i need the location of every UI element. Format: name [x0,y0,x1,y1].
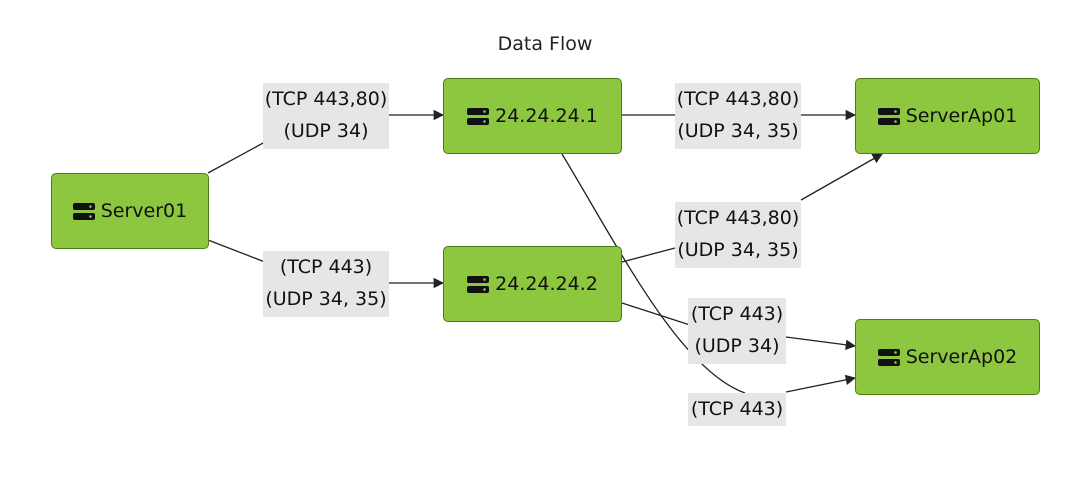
edge-ip1-ap02 [561,153,855,394]
node-serverap01[interactable]: ServerAp01 [855,78,1040,154]
edge-label-server01-ip1: (TCP 443,80) (UDP 34) [263,83,389,149]
node-serverap02[interactable]: ServerAp02 [855,319,1040,395]
node-label: ServerAp02 [905,346,1018,368]
node-label: 24.24.24.1 [495,105,598,127]
edge-label-line: (UDP 34, 35) [265,288,387,310]
edge-label-line: (UDP 34, 35) [677,239,799,261]
server-icon [467,107,490,125]
edge-ip2-ap01 [621,154,882,263]
edge-label-line: (TCP 443) [690,398,784,420]
server-icon [877,107,900,125]
edge-label-line: (TCP 443) [279,256,373,278]
edge-label-line: (TCP 443) [690,303,784,325]
edge-label-line: (TCP 443,80) [676,207,800,229]
server-icon [877,348,900,366]
edge-label-line: (UDP 34) [694,335,780,357]
edge-server01-ip1 [207,115,443,174]
node-label: 24.24.24.2 [495,273,598,295]
server-icon [467,275,490,293]
server-icon [72,202,95,220]
edge-label-ip1-ap02: (TCP 443) [688,393,786,426]
edge-label-line: (UDP 34, 35) [677,120,799,142]
diagram-title: Data Flow [497,33,593,55]
edge-label-ip1-ap01: (TCP 443,80) (UDP 34, 35) [675,83,801,149]
edge-label-line: (TCP 443,80) [676,88,800,110]
edge-label-line: (TCP 443,80) [264,88,388,110]
edge-label-line: (UDP 34) [283,120,369,142]
node-label: Server01 [100,200,188,222]
edge-label-server01-ip2: (TCP 443) (UDP 34, 35) [263,251,389,317]
node-label: ServerAp01 [905,105,1018,127]
edge-label-ip2-ap02: (TCP 443) (UDP 34) [688,298,786,364]
node-server01[interactable]: Server01 [51,173,209,249]
node-24-24-24-1[interactable]: 24.24.24.1 [443,78,622,154]
edge-label-ip2-ap01: (TCP 443,80) (UDP 34, 35) [675,202,801,268]
edge-server01-ip2 [207,239,443,283]
node-24-24-24-2[interactable]: 24.24.24.2 [443,246,622,322]
edge-ip2-ap02 [621,302,855,346]
